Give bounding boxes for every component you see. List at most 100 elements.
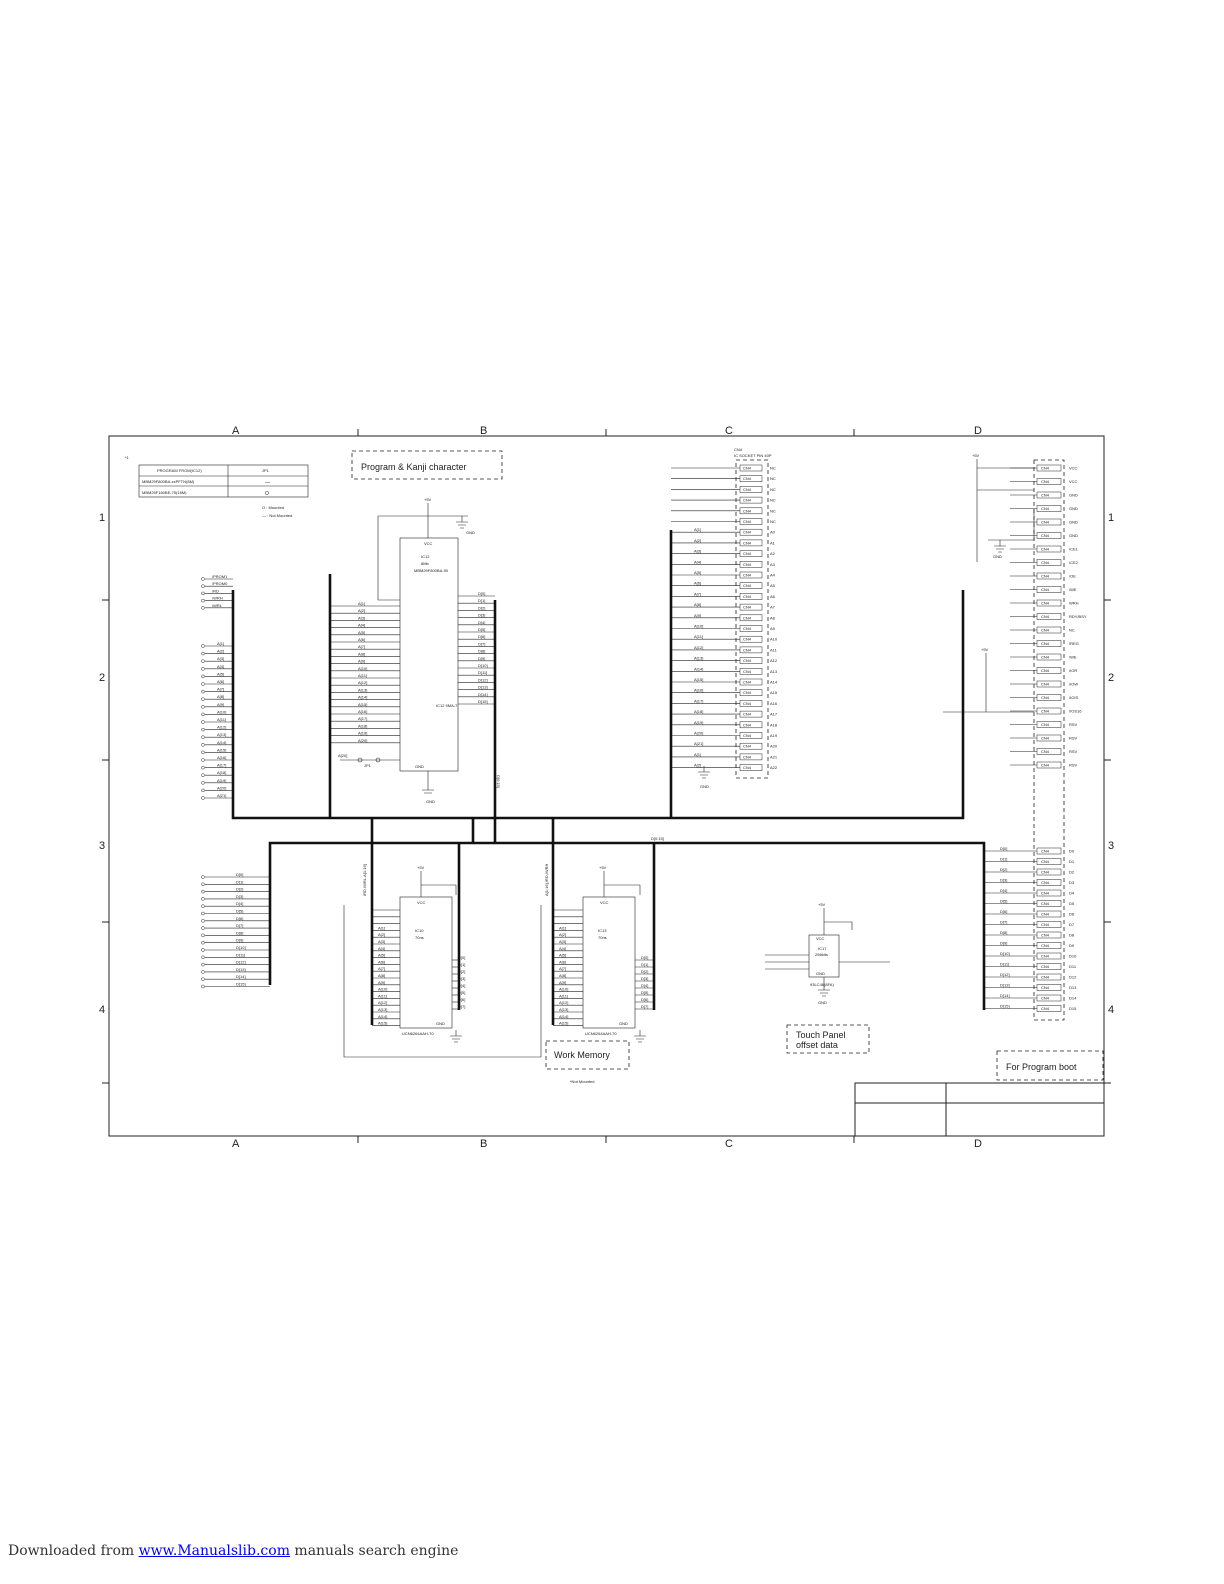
net-port xyxy=(201,977,205,981)
ic12-gnd-label: GND xyxy=(426,799,435,804)
ic13-part: UCN6264AAH-70 xyxy=(585,1031,617,1036)
cn4-d-data-signal: D1 xyxy=(1069,859,1075,864)
cn4-d-data-signal: D8 xyxy=(1069,933,1075,938)
net-port xyxy=(201,697,205,701)
data-net: D[13] xyxy=(236,967,246,972)
footer-prefix: Downloaded from xyxy=(8,1543,139,1559)
ic17-vcc: VCC xyxy=(816,936,825,941)
ic13-name: IC13 xyxy=(598,928,607,933)
cn4-c-addr-net: A[15] xyxy=(694,677,703,682)
ram-addr-net: A[4] xyxy=(559,946,566,951)
ram-addr-net: A[13] xyxy=(378,1007,387,1012)
zone-col-d-bottom: D xyxy=(974,1138,982,1150)
net-port xyxy=(201,598,205,603)
net-port xyxy=(201,796,205,800)
gnd-label-cn4: GND xyxy=(700,784,709,789)
cn4-d-data-net: D[2] xyxy=(1000,867,1007,872)
ic12-data-net: D[10] xyxy=(478,663,488,668)
ic12-part: MBM29F800BA-90 xyxy=(414,568,449,573)
download-footer: Downloaded from www.Manualslib.com manua… xyxy=(8,1543,458,1559)
ic12-addr-net: A[6] xyxy=(358,637,365,642)
gnd-label-ic12: GND xyxy=(466,530,475,535)
net-port xyxy=(201,727,205,732)
cn4-c-addr-net: A[5] xyxy=(694,570,701,575)
zone-row-3-left: 3 xyxy=(99,840,105,852)
prom-table-row2-part: MBM29F160BE-75(16M) xyxy=(142,490,187,495)
cn4-c-addr-net: A[13] xyxy=(694,656,703,661)
program-boot-label: For Program boot xyxy=(1006,1062,1077,1072)
cn4-c-name: CN4 xyxy=(734,447,743,452)
left-data-nets: D[0]D[1]D[2]D[3]D[4]D[5]D[6]D[7]D[8]D[9]… xyxy=(201,872,270,989)
ram-addr-net: A[5] xyxy=(559,953,566,958)
zone-row-4-right: 4 xyxy=(1108,1004,1114,1016)
cn4-c-pin-label: CN4 xyxy=(743,765,752,770)
cn4-c-signal: A8 xyxy=(770,615,776,620)
ic12-gnd: GND xyxy=(415,764,424,769)
cn4-d-data-signal: D5 xyxy=(1069,901,1075,906)
cn4-d-pin-label: CN4 xyxy=(1041,601,1050,606)
cn4-d-data-signal: D15 xyxy=(1069,1006,1077,1011)
cn4-d-pin-label: CN4 xyxy=(1041,682,1050,687)
zone-row-2-right: 2 xyxy=(1108,672,1114,684)
cn4-c-signal: A11 xyxy=(770,647,778,652)
cn4-c-pin-label: CN4 xyxy=(743,712,752,717)
cn4-c-signal: A0 xyxy=(770,530,776,535)
ic10-speed: 70ns xyxy=(415,935,424,940)
cn4-c-signal: A17 xyxy=(770,712,778,717)
ram-addr-net: A[2] xyxy=(378,932,385,937)
cn4-d-signal: VCC xyxy=(1069,466,1078,471)
ram-data-net: D[6] xyxy=(641,997,648,1002)
cn4-c-part: IC SOCKET PIN 40P xyxy=(734,453,772,458)
cn4-d-pin-label: CN4 xyxy=(1041,655,1050,660)
bus-lines xyxy=(231,530,986,1025)
cn4-d-pin-label: CN4 xyxy=(1041,749,1050,754)
ic13-speed: 70ns xyxy=(598,935,607,940)
cn4-c-signal: NC xyxy=(770,498,776,503)
cn4-c-signal: A16 xyxy=(770,701,778,706)
ic12-data-net: D[12] xyxy=(478,677,488,682)
cn4-d-data-label: CN4 xyxy=(1041,891,1050,896)
prom-table-row2-jp: O xyxy=(265,491,269,497)
ram-addr-net: A[14] xyxy=(559,1014,568,1019)
ic17-wires xyxy=(765,908,890,970)
jp1-pad-1 xyxy=(357,757,363,763)
ic13-pins-right: D[0]D[1]D[2]D[3]D[4]D[5]D[6]D[7] xyxy=(635,955,654,1010)
ctrl-net: /WRH xyxy=(212,596,223,601)
zone-col-b-bottom: B xyxy=(480,1138,487,1150)
cn4-c-addr-net: A[10] xyxy=(694,624,703,629)
cn4-c-pin-label: CN4 xyxy=(743,669,752,674)
net-port xyxy=(201,984,205,989)
cn4-c-addr-net: A[4] xyxy=(694,559,701,564)
cn4-d-data-signal: D2 xyxy=(1069,870,1075,875)
zone-row-1-right: 1 xyxy=(1108,512,1114,524)
ic12-data-net: D[11] xyxy=(478,670,487,675)
cn4-d-signal: RSV xyxy=(1069,749,1078,754)
addr-net: A[5] xyxy=(217,671,224,676)
cn4-c-pin-label: CN4 xyxy=(743,680,752,685)
addr-net: A[2] xyxy=(217,649,224,654)
cn4-c-addr-net: A[14] xyxy=(694,666,703,671)
cn4-c-pin-label: CN4 xyxy=(743,605,752,610)
ram-addr-net: A[4] xyxy=(378,946,385,951)
cn4-d-data-signal: D0 xyxy=(1069,849,1075,854)
cn4-c-signal: A15 xyxy=(770,690,778,695)
ic12-addr-net: A[2] xyxy=(358,608,365,613)
manualslib-link[interactable]: www.Manualslib.com xyxy=(138,1543,290,1559)
cn4-d-pin-label: CN4 xyxy=(1041,533,1050,538)
cn4-d-pin-label: CN4 xyxy=(1041,493,1050,498)
ic12-addr-net: A[18] xyxy=(358,723,367,728)
data-net: D[6] xyxy=(236,916,243,921)
data-net: D[9] xyxy=(236,938,243,943)
cn4-d-data-net: D[4] xyxy=(1000,888,1007,893)
cn4-d-data-signal: D3 xyxy=(1069,880,1075,885)
cn4-c-pin-label: CN4 xyxy=(743,540,752,545)
jp1-label: JP1 xyxy=(364,763,372,768)
cn4-c-addr-net: A[8] xyxy=(694,602,701,607)
cn4-c-pin-label: CN4 xyxy=(743,594,752,599)
ic12-addr-net: A[4] xyxy=(358,623,365,628)
cn4-d-data-net: D[1] xyxy=(1000,857,1007,862)
cn4-d-data-net: D[15] xyxy=(1000,1004,1010,1009)
ic10-part: UCN6264AAH-70 xyxy=(402,1031,434,1036)
cn4-d-data-signal: D12 xyxy=(1069,975,1077,980)
cn4-d-signal: /OE xyxy=(1069,574,1076,579)
